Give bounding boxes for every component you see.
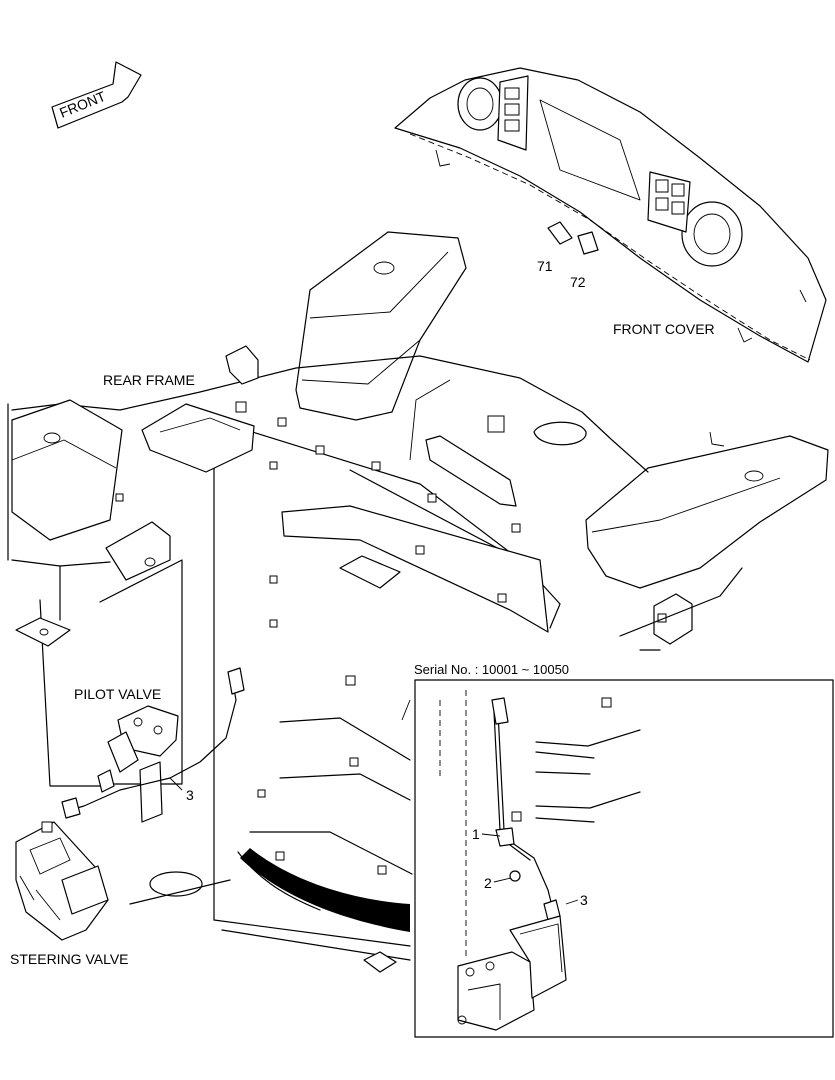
fender-pad-right xyxy=(585,431,829,645)
rear-frame-drawing xyxy=(7,355,743,961)
inset-title: Serial No. : 10001 ~ 10050 xyxy=(414,662,569,677)
inset-callouts: 1 2 3 xyxy=(472,826,588,908)
inset-callout-1: 1 xyxy=(472,826,480,842)
steering-valve-label: STEERING VALVE xyxy=(10,951,129,967)
callout-72: 72 xyxy=(570,274,586,290)
rear-frame-left-block xyxy=(11,399,255,541)
pilot-valve-label: PILOT VALVE xyxy=(74,686,161,702)
rear-frame-label: REAR FRAME xyxy=(103,372,195,388)
inset-callout-2: 2 xyxy=(484,875,492,891)
inset-callout-3: 3 xyxy=(580,892,588,908)
fender-pad-upper xyxy=(295,231,467,421)
callout-71: 71 xyxy=(537,258,553,274)
pilot-valve-drawing xyxy=(61,667,245,823)
front-cover-label: FRONT COVER xyxy=(613,321,715,337)
steering-valve-drawing xyxy=(15,821,109,941)
part-71-72: 71 72 xyxy=(537,221,599,290)
serial-inset xyxy=(414,679,834,1038)
frame-hardware xyxy=(15,345,521,973)
front-cover-drawing xyxy=(394,67,827,363)
front-arrow: FRONT xyxy=(51,61,142,129)
callout-3-main: 3 xyxy=(186,787,194,803)
